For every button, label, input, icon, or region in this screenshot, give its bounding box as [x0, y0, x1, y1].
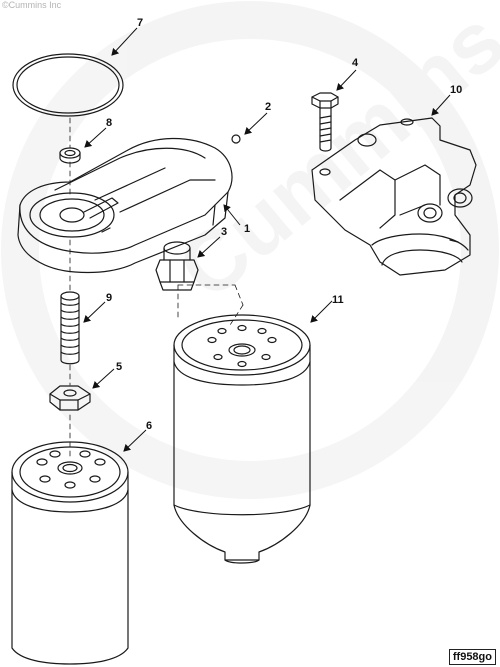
spin-on-filter-left: [11, 441, 129, 665]
threaded-nipple: [60, 291, 80, 365]
callout-8: 8: [84, 117, 112, 148]
callout-2: 2: [244, 101, 271, 135]
mounting-bracket: [311, 117, 477, 276]
callout-9-label: 9: [106, 292, 112, 304]
callout-7: 7: [111, 17, 143, 56]
callout-3: 3: [197, 226, 227, 258]
callout-6-label: 6: [146, 420, 152, 432]
large-o-ring: [12, 53, 124, 117]
callout-8-label: 8: [106, 117, 112, 129]
figure-code-label: ff958go: [448, 649, 496, 665]
threaded-fitting: [155, 241, 199, 291]
callout-5: 5: [92, 361, 122, 389]
small-ball: [231, 134, 241, 144]
callout-1-label: 1: [244, 223, 250, 235]
filter-head-housing: [17, 137, 233, 274]
filter-with-bowl-right: [173, 314, 311, 564]
cummins-logo-watermark: Cummins: [1, 0, 500, 499]
copyright-watermark: ©Cummins Inc: [2, 0, 62, 10]
callout-6: 6: [123, 420, 152, 452]
callout-4-label: 4: [352, 57, 359, 69]
callout-4: 4: [336, 57, 359, 91]
callouts: 7 8 2 4 10 1 3: [83, 17, 462, 452]
hex-nut: [49, 385, 91, 411]
callout-1: 1: [223, 204, 250, 235]
mounting-bolt: [311, 92, 339, 152]
callout-5-label: 5: [116, 361, 122, 373]
callout-3-label: 3: [221, 226, 227, 238]
callout-9: 9: [83, 292, 112, 323]
callout-10-label: 10: [450, 84, 462, 96]
callout-2-label: 2: [265, 101, 271, 113]
callout-11-label: 11: [332, 294, 344, 306]
callout-11: 11: [310, 294, 344, 323]
small-seal: [59, 147, 81, 164]
callout-10: 10: [431, 84, 462, 116]
callout-7-label: 7: [137, 17, 143, 29]
